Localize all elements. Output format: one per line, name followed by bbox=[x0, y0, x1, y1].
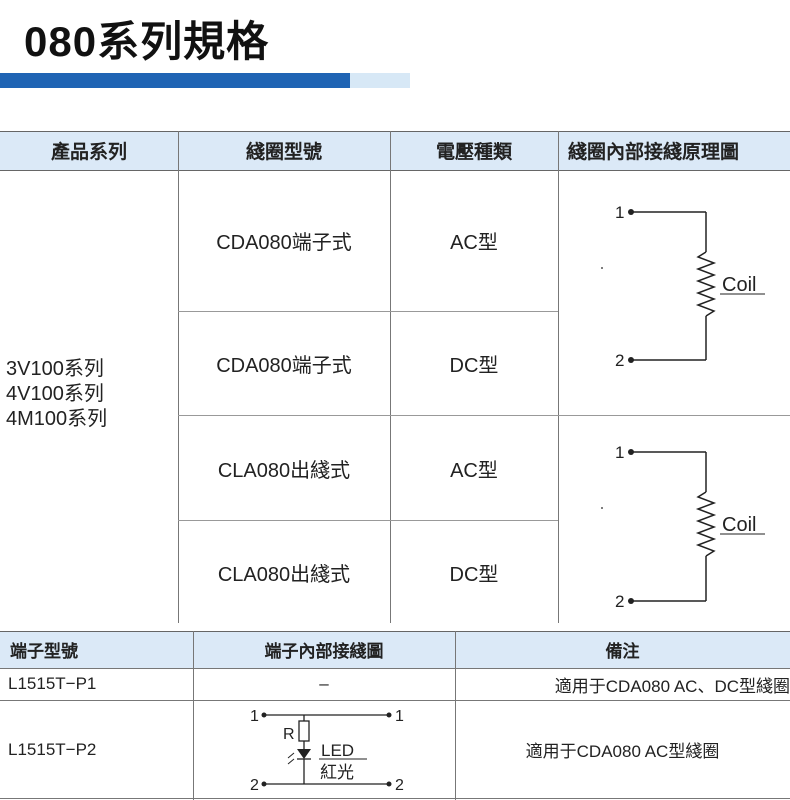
table1-divider bbox=[178, 131, 179, 623]
resistor-symbol bbox=[298, 720, 310, 742]
title-underline-dark bbox=[0, 73, 350, 88]
table2-header-note: 備注 bbox=[605, 641, 640, 661]
coil-label: Coil bbox=[722, 514, 756, 536]
table2-bottom-border bbox=[0, 798, 790, 799]
table1-row-divider bbox=[178, 520, 558, 521]
page-title: 080系列規格 bbox=[24, 18, 270, 65]
series-item: 4V100系列 bbox=[6, 383, 104, 405]
series-item: 4M100系列 bbox=[6, 408, 108, 430]
table1-header-series: 產品系列 bbox=[50, 141, 127, 163]
resistor-label: R bbox=[283, 726, 295, 743]
table2-row1-note: 適用于CDA080 AC、DC型綫圈 bbox=[554, 676, 790, 696]
series-item: 3V100系列 bbox=[6, 358, 104, 380]
coil-diagram-terminal: 1 2 Coil bbox=[601, 203, 765, 370]
table2-row1-diagram: – bbox=[319, 674, 329, 693]
table1-divider bbox=[558, 131, 559, 623]
table2-divider bbox=[193, 631, 194, 800]
led-label: LED bbox=[321, 741, 354, 760]
table2-row-divider bbox=[0, 700, 790, 701]
table2-header-wiring: 端子內部接綫圖 bbox=[264, 641, 384, 661]
table1-row2-model: CDA080端子式 bbox=[216, 355, 352, 377]
led-diode-symbol bbox=[297, 749, 311, 759]
series-list: 3V100系列 4V100系列 4M100系列 bbox=[6, 357, 107, 432]
title-underline-light bbox=[350, 73, 410, 88]
coil-label: Coil bbox=[722, 274, 756, 296]
table2-row2-model: L1515T−P2 bbox=[8, 739, 97, 759]
table1-header-diagram: 綫圈內部接綫原理圖 bbox=[568, 141, 740, 163]
coil-pin2-label: 2 bbox=[615, 592, 624, 611]
terminal-pin1-right: 1 bbox=[395, 708, 404, 725]
table1-row2-voltage: DC型 bbox=[449, 355, 499, 377]
table2-header-terminal: 端子型號 bbox=[10, 641, 78, 661]
coil-pin1-label: 1 bbox=[615, 203, 624, 222]
table1-header-voltage: 電壓種類 bbox=[435, 141, 512, 163]
table1-row-divider bbox=[178, 311, 558, 312]
table1-header-coil-model: 綫圈型號 bbox=[245, 141, 322, 163]
table2-row2-note: 適用于CDA080 AC型綫圈 bbox=[525, 742, 720, 761]
table2-row1-model: L1515T−P1 bbox=[8, 674, 97, 693]
table1-row-divider bbox=[178, 415, 790, 416]
table2-header-row bbox=[0, 631, 790, 669]
terminal-pin1-left: 1 bbox=[250, 708, 259, 725]
table2-divider bbox=[455, 631, 456, 800]
table1-row1-voltage: AC型 bbox=[450, 232, 498, 254]
coil-diagram-lead-wire: 1 2 Coil bbox=[601, 443, 765, 611]
coil-pin1-label: 1 bbox=[615, 443, 624, 462]
terminal-wiring-diagram: 1 1 2 2 R LED 紅光 bbox=[250, 708, 404, 794]
terminal-pin2-left: 2 bbox=[250, 777, 259, 794]
table1-row4-model: CLA080出綫式 bbox=[217, 563, 351, 586]
coil-pin2-label: 2 bbox=[615, 351, 624, 370]
table1-row3-voltage: AC型 bbox=[450, 459, 498, 482]
led-color-label: 紅光 bbox=[320, 763, 354, 782]
terminal-pin2-right: 2 bbox=[395, 777, 404, 794]
table1-row1-model: CDA080端子式 bbox=[216, 232, 352, 254]
table1-row3-model: CLA080出綫式 bbox=[217, 459, 351, 482]
table1-divider bbox=[390, 131, 391, 623]
table1-header-row bbox=[0, 131, 790, 171]
table1-row4-voltage: DC型 bbox=[449, 563, 499, 586]
